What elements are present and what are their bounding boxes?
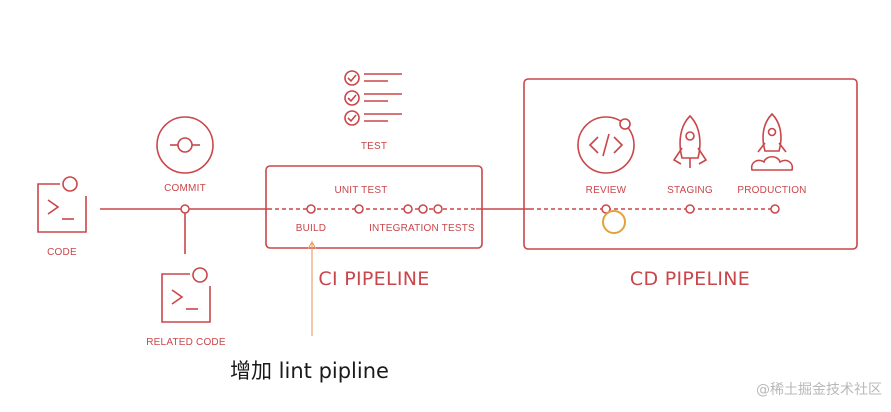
rocket-icon [672, 114, 708, 168]
highlight-circle [602, 210, 626, 234]
node-review [601, 204, 611, 214]
label-test: TEST [361, 141, 387, 152]
cd-pipeline-box [523, 78, 858, 250]
cd-pipeline-title: CD PIPELINE [630, 268, 750, 290]
node-production [770, 204, 780, 214]
ci-pipeline-title: CI PIPELINE [318, 268, 429, 290]
label-commit: COMMIT [164, 183, 206, 194]
terminal-icon [161, 267, 211, 323]
checklist-icon [344, 70, 402, 126]
node-integration-2 [418, 204, 428, 214]
node-integration-3 [433, 204, 443, 214]
git-commit-icon [156, 116, 214, 174]
label-build: BUILD [296, 223, 326, 234]
label-related-code: RELATED CODE [146, 337, 226, 348]
terminal-icon [37, 176, 87, 233]
code-review-icon [577, 116, 635, 174]
watermark: @稀土掘金技术社区 [756, 382, 882, 398]
node-unit-test [354, 204, 364, 214]
ci-pipeline-box [265, 165, 483, 249]
label-review: REVIEW [586, 185, 627, 196]
annotation-text: 增加 lint pipline [230, 359, 389, 383]
node-staging [685, 204, 695, 214]
node-integration-1 [403, 204, 413, 214]
node-commit [180, 204, 190, 214]
node-build [306, 204, 316, 214]
rocket-launch-icon [750, 112, 794, 171]
label-production: PRODUCTION [737, 185, 806, 196]
label-integration-tests: INTEGRATION TESTS [369, 223, 475, 234]
label-staging: STAGING [667, 185, 713, 196]
label-code: CODE [47, 247, 77, 258]
annotation-arrow [307, 240, 317, 336]
label-unit-test: UNIT TEST [334, 185, 387, 196]
pipeline-nodes [180, 204, 780, 214]
